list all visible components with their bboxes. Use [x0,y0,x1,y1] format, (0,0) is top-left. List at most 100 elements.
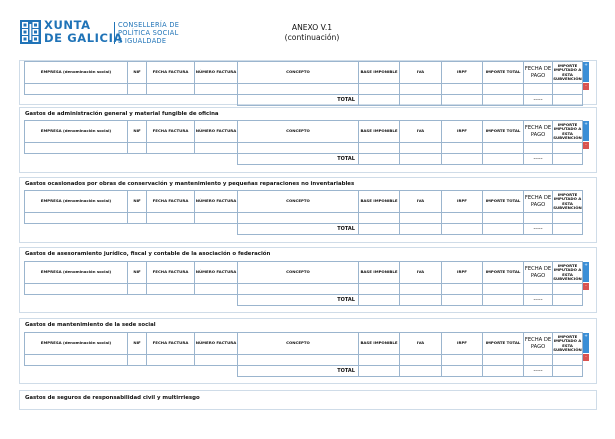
total-irpf [441,223,483,235]
cell-base-imponible[interactable] [358,142,400,154]
table-row [24,283,583,295]
cell-importe-imputado[interactable] [552,142,583,154]
cell-fecha-factura[interactable] [146,83,195,95]
table-header-row: EMPRESA (denominación social) NIF FECHA … [24,120,583,143]
cell-importe-total[interactable] [482,212,524,224]
col-empresa: EMPRESA (denominación social) [24,261,128,284]
cell-concepto[interactable] [237,83,359,95]
cell-numero-factura[interactable] [194,142,238,154]
cell-numero-factura[interactable] [194,283,238,295]
cell-fecha-pago[interactable] [523,212,553,224]
cell-fecha-factura[interactable] [146,354,195,366]
cell-concepto[interactable] [237,212,359,224]
cell-empresa[interactable] [24,142,128,154]
cell-fecha-pago[interactable] [523,142,553,154]
add-row-button[interactable]: + [583,121,589,141]
cell-iva[interactable] [399,142,442,154]
cell-fecha-factura[interactable] [146,212,195,224]
col-importe-total: IMPORTE TOTAL [482,332,524,355]
total-row: TOTAL ----- [25,94,583,106]
total-irpf [441,294,483,306]
section-block-5 [19,390,597,410]
cell-base-imponible[interactable] [358,83,400,95]
cell-concepto[interactable] [237,142,359,154]
total-irpf [441,153,483,165]
col-nif: NIF [127,61,147,84]
cell-iva[interactable] [399,283,442,295]
cell-fecha-pago[interactable] [523,283,553,295]
remove-row-button[interactable]: - [583,354,589,361]
total-dash: ----- [523,153,553,165]
col-importe-imputado: IMPORTE IMPUTADO A ESTA SUBVENCIÓN [552,120,583,143]
total-label: TOTAL [237,153,359,165]
cell-importe-total[interactable] [482,142,524,154]
cell-importe-imputado[interactable] [552,283,583,295]
col-fecha-pago: FECHA DE PAGO [523,120,553,143]
remove-row-button[interactable]: - [583,142,589,149]
col-nif: NIF [127,120,147,143]
cell-importe-imputado[interactable] [552,212,583,224]
add-row-button[interactable]: + [583,62,589,82]
col-importe-total: IMPORTE TOTAL [482,190,524,213]
cell-numero-factura[interactable] [194,83,238,95]
cell-fecha-factura[interactable] [146,142,195,154]
cell-iva[interactable] [399,83,442,95]
add-row-button[interactable]: + [583,262,589,282]
cell-importe-total[interactable] [482,83,524,95]
cell-importe-total[interactable] [482,354,524,366]
total-iva [399,294,442,306]
total-iva [399,223,442,235]
cell-importe-imputado[interactable] [552,354,583,366]
total-label: TOTAL [237,365,359,377]
col-nif: NIF [127,261,147,284]
cell-iva[interactable] [399,354,442,366]
cell-empresa[interactable] [24,354,128,366]
cell-fecha-pago[interactable] [523,83,553,95]
total-importe-imputado [552,365,583,377]
cell-empresa[interactable] [24,283,128,295]
col-numero-factura: NÚMERO FACTURA [194,332,238,355]
anexo-title-line-1: ANEXO V.1 [291,23,333,32]
cell-concepto[interactable] [237,354,359,366]
table-header-row: EMPRESA (denominación social) NIF FECHA … [24,61,583,84]
col-concepto: CONCEPTO [237,261,359,284]
cell-fecha-pago[interactable] [523,354,553,366]
cell-base-imponible[interactable] [358,212,400,224]
col-fecha-factura: FECHA FACTURA [146,332,195,355]
cell-numero-factura[interactable] [194,212,238,224]
col-importe-imputado: IMPORTE IMPUTADO A ESTA SUBVENCIÓN [552,332,583,355]
add-row-button[interactable]: + [583,333,589,353]
cell-nif[interactable] [127,354,147,366]
table-row [24,83,583,95]
cell-fecha-factura[interactable] [146,283,195,295]
remove-row-button[interactable]: - [583,283,589,290]
cell-nif[interactable] [127,83,147,95]
cell-irpf[interactable] [441,212,483,224]
col-empresa: EMPRESA (denominación social) [24,61,128,84]
cell-irpf[interactable] [441,83,483,95]
cell-empresa[interactable] [24,212,128,224]
cell-importe-total[interactable] [482,283,524,295]
cell-concepto[interactable] [237,283,359,295]
cell-numero-factura[interactable] [194,354,238,366]
cell-nif[interactable] [127,283,147,295]
total-importe-total [482,294,524,306]
cell-empresa[interactable] [24,83,128,95]
cell-importe-imputado[interactable] [552,83,583,95]
total-row: TOTAL ----- [25,153,583,165]
section-block-1 [19,107,597,173]
total-base-imponible [358,294,400,306]
cell-irpf[interactable] [441,354,483,366]
cell-base-imponible[interactable] [358,354,400,366]
cell-base-imponible[interactable] [358,283,400,295]
col-base-imponible: BASE IMPONIBLE [358,332,400,355]
cell-nif[interactable] [127,142,147,154]
remove-row-button[interactable]: - [583,83,589,90]
section-title: Gastos de mantenimiento de la sede socia… [25,322,156,328]
cell-nif[interactable] [127,212,147,224]
conselleria-line-1: CONSELLERÍA DE [118,21,180,29]
cell-iva[interactable] [399,212,442,224]
cell-irpf[interactable] [441,283,483,295]
cell-irpf[interactable] [441,142,483,154]
xunta-wordmark: XUNTA DE GALICIA [44,19,123,44]
